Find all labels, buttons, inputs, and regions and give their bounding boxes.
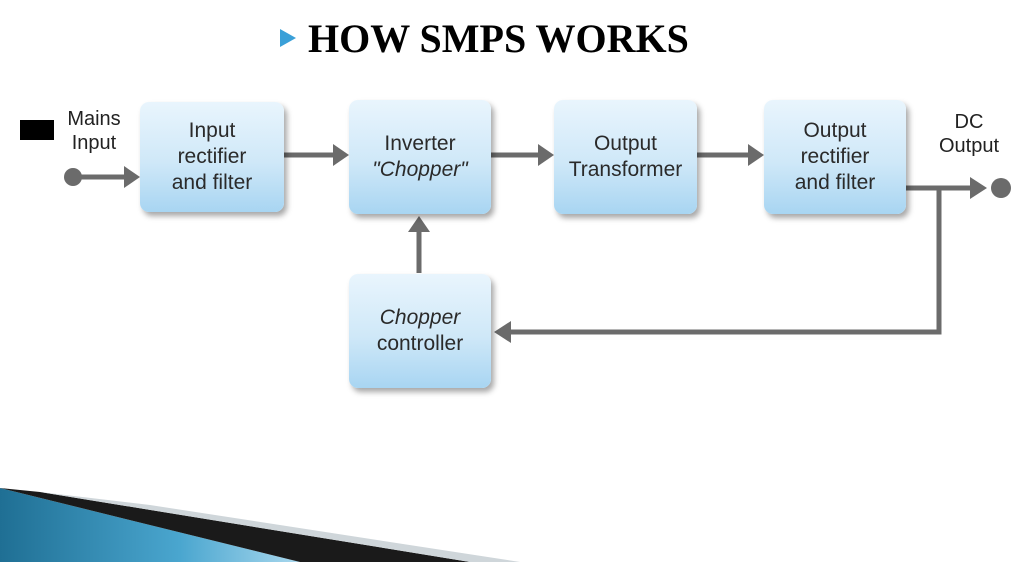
arrowhead-icon [538,144,554,166]
arrowhead-icon [970,177,987,199]
input-terminal-icon [64,168,82,186]
page-title: HOW SMPS WORKS [280,12,689,64]
input-rectifier-block: Input rectifier and filter [140,102,284,212]
mains-input-label: Mains Input [67,108,121,154]
output-rectifier-block: Output rectifier and filter [764,100,906,214]
arrowhead-icon [408,216,430,232]
inverter-chopper-block: Inverter "Chopper" [349,100,491,214]
arrowhead-icon [333,144,349,166]
arrowhead-icon [748,144,764,166]
arrowhead-icon [124,166,140,188]
wire-feedback [511,188,942,335]
black-marker [20,120,54,140]
chopper-controller-block: Chopper controller [349,274,491,388]
output-transformer-block: Output Transformer [554,100,697,214]
bullet-arrow-icon [280,29,296,47]
dc-output-label: DC Output [938,111,1000,157]
page-title-text: HOW SMPS WORKS [308,15,689,61]
arrowhead-icon [494,321,511,343]
output-terminal-icon [991,178,1011,198]
